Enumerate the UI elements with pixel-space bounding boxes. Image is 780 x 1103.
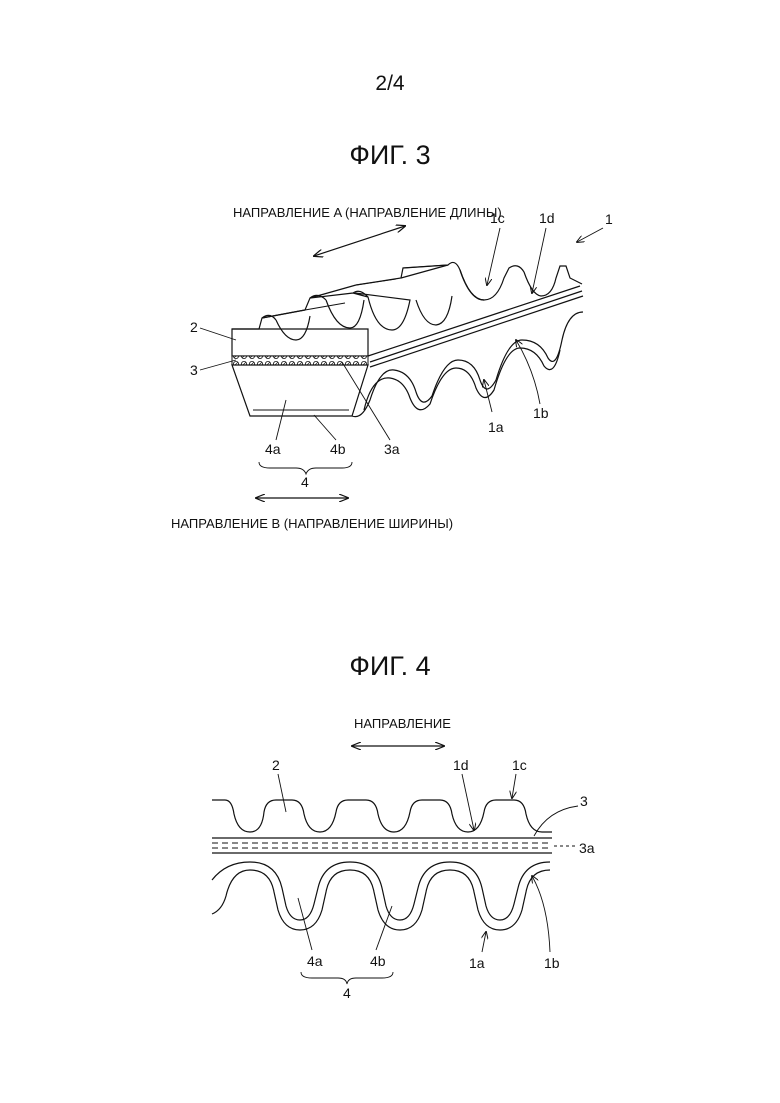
fig3-brace-4 — [259, 462, 352, 474]
fig4-label-1d: 1d — [453, 757, 469, 773]
fig3-label-1a: 1a — [488, 419, 504, 435]
fig4-label-3a: 3a — [579, 840, 595, 856]
fig4-bottom-wave-outer — [212, 862, 550, 920]
fig3-label-1c: 1c — [490, 210, 505, 226]
fig4-label-4a: 4a — [307, 953, 323, 969]
figure-3-drawing: НАПРАВЛЕНИЕ A (НАПРАВЛЕНИЕ ДЛИНЫ) 1 1c 1… — [171, 205, 613, 531]
belt-bottom-wave-outer — [352, 312, 583, 417]
fig4-label-4b: 4b — [370, 953, 386, 969]
fig3-label-4: 4 — [301, 474, 309, 490]
fig4-label-4: 4 — [343, 985, 351, 1001]
fig4-brace-4 — [301, 972, 393, 984]
direction-a-arrow — [314, 226, 405, 256]
belt-top-profile — [232, 262, 582, 330]
body-edge-2 — [370, 291, 582, 362]
fig3-label-1b: 1b — [533, 405, 549, 421]
body-edge-3 — [370, 296, 583, 367]
bottom-layer-section — [232, 365, 368, 416]
fig4-label-1c: 1c — [512, 757, 527, 773]
top-layer-section — [232, 329, 368, 356]
fig3-label-1: 1 — [605, 211, 613, 227]
fig4-label-1a: 1a — [469, 955, 485, 971]
fig4-bottom-wave-inner — [212, 870, 550, 930]
fig3-label-4a: 4a — [265, 441, 281, 457]
belt-bottom-wave-inner — [364, 348, 560, 410]
fig4-direction-label: НАПРАВЛЕНИЕ — [354, 716, 451, 731]
fig4-top-teeth — [212, 800, 552, 832]
figure-4-drawing: НАПРАВЛЕНИЕ 2 1d 1c 3 3a 4a 4b 4 1a 1b — [212, 716, 595, 1001]
fig4-label-3: 3 — [580, 793, 588, 809]
fig3-label-3: 3 — [190, 362, 198, 378]
fig4-label-1b: 1b — [544, 955, 560, 971]
direction-a-label: НАПРАВЛЕНИЕ A (НАПРАВЛЕНИЕ ДЛИНЫ) — [233, 205, 502, 220]
cord-layer-section — [232, 356, 368, 365]
fig4-label-2: 2 — [272, 757, 280, 773]
fig3-label-2: 2 — [190, 319, 198, 335]
fig3-label-3a: 3a — [384, 441, 400, 457]
fig3-label-1d: 1d — [539, 210, 555, 226]
direction-b-label: НАПРАВЛЕНИЕ B (НАПРАВЛЕНИЕ ШИРИНЫ) — [171, 516, 453, 531]
fig3-label-4b: 4b — [330, 441, 346, 457]
